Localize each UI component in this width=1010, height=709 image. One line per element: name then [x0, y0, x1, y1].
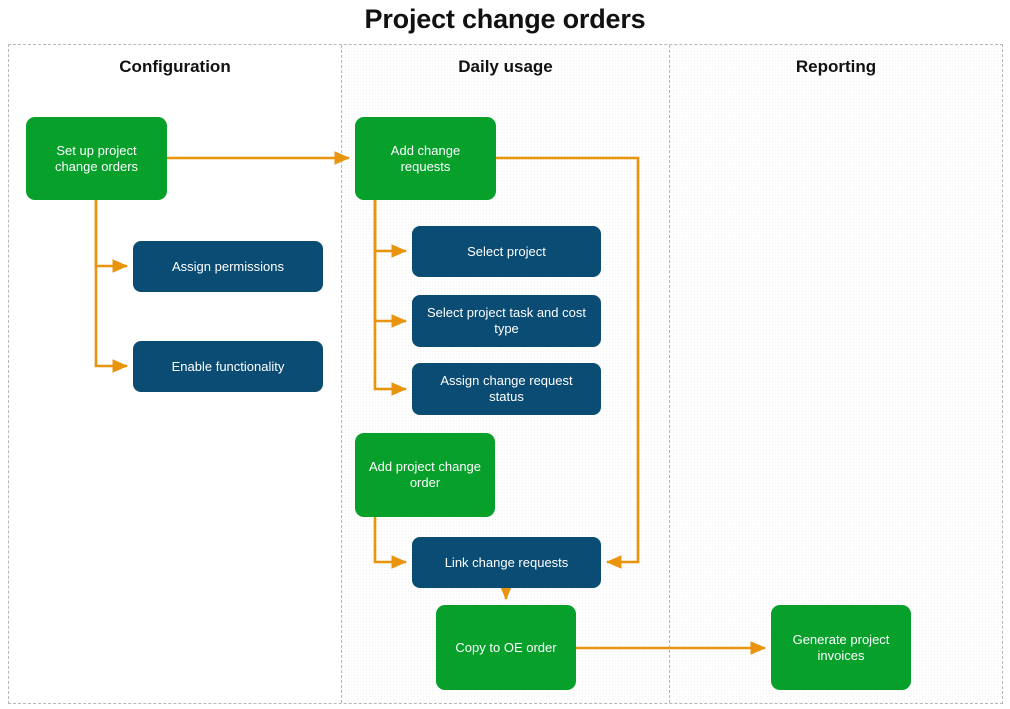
node-add-project-change-order[interactable]: Add project change order — [355, 433, 495, 517]
node-link-change-requests[interactable]: Link change requests — [412, 537, 601, 588]
node-label-link-change-requests: Link change requests — [444, 554, 569, 570]
node-label-assign-permissions: Assign permissions — [172, 258, 284, 274]
node-set-up-project-change-orders[interactable]: Set up project change orders — [26, 117, 167, 200]
node-label-assign-change-request-status: Assign change request status — [440, 373, 573, 404]
node-select-project[interactable]: Select project — [412, 226, 601, 277]
node-label-copy-to-oe-order: Copy to OE order — [455, 639, 557, 655]
node-label-select-project-task-and-cost-type: Select project task and cost type — [427, 305, 586, 336]
lane-header-configuration: Configuration — [119, 57, 231, 76]
lane-header-reporting: Reporting — [795, 57, 877, 76]
node-enable-functionality[interactable]: Enable functionality — [133, 341, 323, 392]
node-add-change-requests[interactable]: Add change requests — [355, 117, 496, 200]
node-label-add-change-requests: Add change requests — [390, 142, 461, 174]
node-assign-change-request-status[interactable]: Assign change request status — [412, 363, 601, 415]
node-label-generate-project-invoices: Generate project invoices — [792, 631, 890, 663]
node-copy-to-oe-order[interactable]: Copy to OE order — [436, 605, 576, 690]
node-label-enable-functionality: Enable functionality — [171, 358, 285, 374]
node-generate-project-invoices[interactable]: Generate project invoices — [771, 605, 911, 690]
lane-reporting: Reporting — [670, 45, 1002, 703]
node-label-set-up-project-change-orders: Set up project change orders — [54, 142, 139, 174]
node-assign-permissions[interactable]: Assign permissions — [133, 241, 323, 292]
node-label-select-project: Select project — [467, 243, 546, 259]
page-title: Project change orders — [364, 4, 646, 34]
node-select-project-task-and-cost-type[interactable]: Select project task and cost type — [412, 295, 601, 347]
node-label-add-project-change-order: Add project change order — [368, 459, 482, 490]
lane-header-daily-usage: Daily usage — [458, 57, 553, 76]
